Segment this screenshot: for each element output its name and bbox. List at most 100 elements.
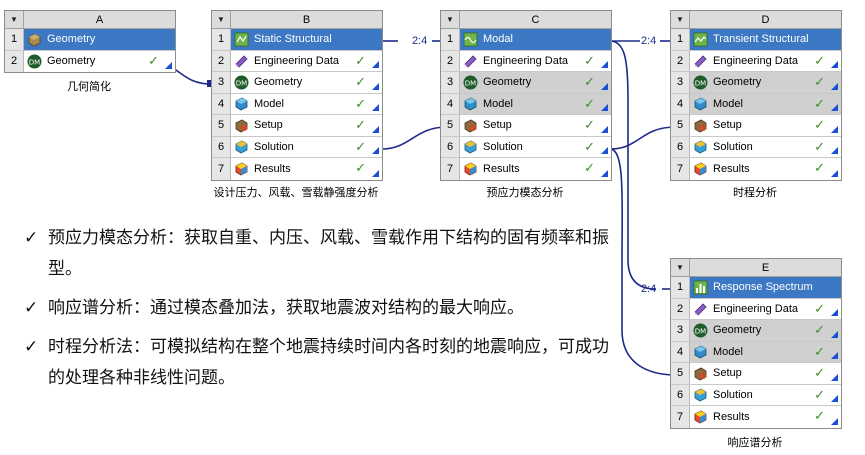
cell-static-structural[interactable]: Static Structural	[231, 29, 382, 50]
cell-model[interactable]: Model✓	[690, 93, 841, 114]
cell-geometry[interactable]: Geometry	[24, 29, 175, 50]
connection-triangle-icon[interactable]	[831, 169, 838, 177]
connection-triangle-icon[interactable]	[601, 147, 608, 154]
connection-triangle-icon[interactable]	[831, 417, 838, 425]
cell-results[interactable]: Results✓	[690, 158, 841, 180]
connection-triangle-icon[interactable]	[165, 62, 172, 69]
connection-triangle-icon[interactable]	[372, 125, 379, 133]
system-header[interactable]: ▼C	[441, 11, 611, 29]
cell-results[interactable]: Results✓	[690, 406, 841, 428]
connection-triangle-icon[interactable]	[372, 169, 379, 177]
connection-triangle-icon[interactable]	[372, 104, 379, 111]
cell-modal[interactable]: Modal	[460, 29, 611, 50]
connection-triangle-icon[interactable]	[831, 147, 838, 154]
connection-triangle-icon[interactable]	[831, 125, 838, 133]
connection-triangle-icon[interactable]	[831, 352, 838, 359]
connection-triangle-icon[interactable]	[831, 61, 838, 68]
connection-triangle-icon[interactable]	[601, 61, 608, 68]
cell-setup[interactable]: Setup✓	[231, 115, 382, 136]
cell-setup[interactable]: Setup✓	[690, 363, 841, 384]
system-header[interactable]: ▼E	[671, 259, 841, 277]
system-header[interactable]: ▼D	[671, 11, 841, 29]
collapse-arrow-icon[interactable]: ▼	[671, 11, 690, 28]
connection-triangle-icon[interactable]	[372, 61, 379, 68]
connection-triangle-icon[interactable]	[601, 82, 608, 90]
cell-model[interactable]: Model✓	[460, 93, 611, 114]
cell-model[interactable]: Model✓	[690, 341, 841, 362]
connection-triangle-icon[interactable]	[831, 373, 838, 381]
connection-triangle-icon[interactable]	[831, 309, 838, 316]
collapse-arrow-icon[interactable]: ▼	[212, 11, 231, 28]
system-header[interactable]: ▼B	[212, 11, 382, 29]
connection-triangle-icon[interactable]	[831, 82, 838, 90]
cell-response-spectrum[interactable]: Response Spectrum	[690, 277, 841, 298]
cell-setup[interactable]: Setup✓	[460, 115, 611, 136]
connection-triangle-icon[interactable]	[601, 104, 608, 111]
collapse-arrow-icon[interactable]: ▼	[441, 11, 460, 28]
cell-solution[interactable]: Solution✓	[460, 137, 611, 158]
connection-triangle-icon[interactable]	[601, 169, 608, 177]
cell-results[interactable]: Results✓	[460, 158, 611, 180]
connection-triangle-icon[interactable]	[831, 330, 838, 338]
cell-engineering-data[interactable]: Engineering Data✓	[690, 51, 841, 72]
cell-engineering-data[interactable]: Engineering Data✓	[231, 51, 382, 72]
cell-model[interactable]: Model✓	[231, 94, 382, 115]
connection-triangle-icon[interactable]	[831, 104, 838, 111]
connection-triangle-icon[interactable]	[831, 395, 838, 402]
collapse-arrow-icon[interactable]: ▼	[5, 11, 24, 28]
cell-engineering-data[interactable]: Engineering Data✓	[690, 299, 841, 320]
collapse-arrow-icon[interactable]: ▼	[671, 259, 690, 276]
cell-solution[interactable]: Solution✓	[231, 137, 382, 158]
connection-triangle-icon[interactable]	[372, 147, 379, 154]
cell-solution[interactable]: Solution✓	[690, 137, 841, 158]
cell-setup[interactable]: Setup✓	[690, 115, 841, 136]
cell-results[interactable]: Results✓	[231, 158, 382, 180]
connection-triangle-icon[interactable]	[601, 125, 608, 133]
system-header[interactable]: ▼A	[5, 11, 175, 29]
cell-solution[interactable]: Solution✓	[690, 385, 841, 406]
cell-engineering-data[interactable]: Engineering Data✓	[460, 51, 611, 72]
cell-transient-structural[interactable]: Transient Structural	[690, 29, 841, 50]
connection-triangle-icon[interactable]	[372, 82, 379, 90]
